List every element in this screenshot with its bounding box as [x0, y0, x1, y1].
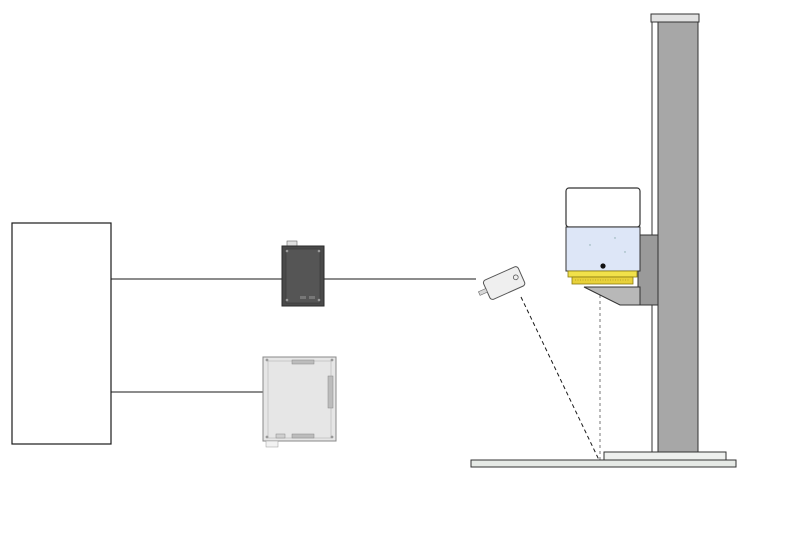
laser-distance-sensor [478, 266, 526, 300]
base-plate [470, 451, 737, 468]
laser-beam-dashed [520, 296, 600, 461]
power-supply-module [281, 240, 325, 307]
interface-circuit-board [262, 356, 337, 448]
controller-box [11, 222, 112, 445]
light-module-head [565, 187, 641, 285]
vertical-stand-column [650, 13, 700, 453]
mount-bracket [583, 234, 659, 306]
